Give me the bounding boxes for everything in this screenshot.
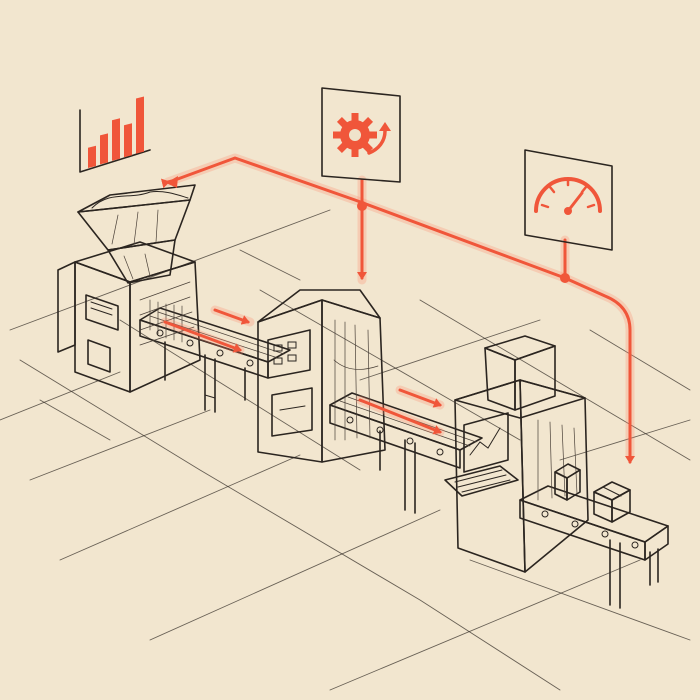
- output-boxes: [554, 463, 631, 523]
- signal-node-center: [357, 201, 367, 211]
- bar-chart-icon: [79, 96, 151, 173]
- hopper-feeder-machine: [57, 184, 201, 393]
- gear-refresh-icon: [321, 87, 401, 183]
- processing-unit-machine: [257, 289, 386, 463]
- bar-chart-bar: [88, 145, 96, 168]
- signal-node-right: [560, 273, 570, 283]
- floor-grid: [0, 209, 691, 691]
- speed-gauge-icon: [524, 149, 613, 251]
- bar-chart-bar: [136, 96, 144, 154]
- inspection-packaging-machine: [444, 335, 589, 573]
- material-flow-arrows: [160, 305, 445, 437]
- bar-chart-bar: [100, 133, 108, 165]
- conveyor-belt-3: [519, 485, 669, 609]
- control-signal-network: [160, 153, 635, 464]
- bar-chart-bar: [112, 118, 120, 161]
- signal-arrowhead-left: [166, 176, 178, 188]
- bar-chart-bar: [124, 123, 132, 158]
